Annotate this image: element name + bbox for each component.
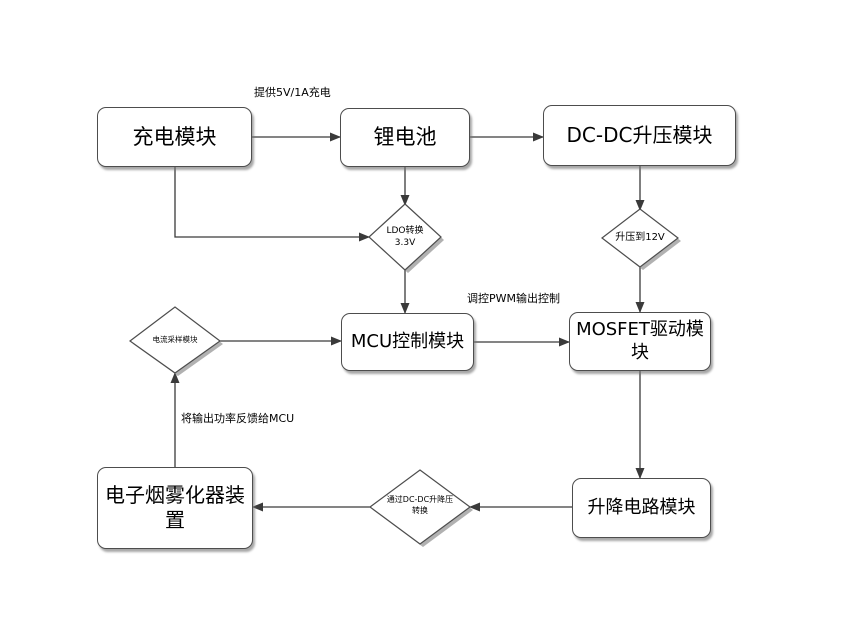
node-buck-boost-circuit-module: 升降电路模块: [572, 478, 711, 538]
node-lithium-battery: 锂电池: [340, 108, 470, 167]
edge-label-pwm-output-control: 调控PWM输出控制: [467, 292, 561, 305]
node-dcdc-boost-module: DC-DC升压模块: [543, 105, 736, 166]
edge-charging-to-ldo: [174, 167, 370, 242]
node-charging-module: 充电模块: [97, 107, 252, 167]
node-atomizer-device: 电子烟雾化器装置: [97, 467, 253, 549]
dcdc-diamond: [368, 469, 472, 545]
node-mcu-control-module: MCU控制模块: [341, 313, 474, 371]
ldo-diamond: [368, 203, 442, 271]
edge-label-provide-5v1a-charge: 提供5V/1A充电: [254, 86, 331, 99]
node-mosfet-driver-module: MOSFET驱动模块: [569, 312, 711, 371]
sampling-diamond: [128, 306, 222, 374]
boost12v-diamond: [601, 208, 679, 268]
edge-label-power-feedback-to-mcu: 将输出功率反馈给MCU: [181, 412, 295, 425]
